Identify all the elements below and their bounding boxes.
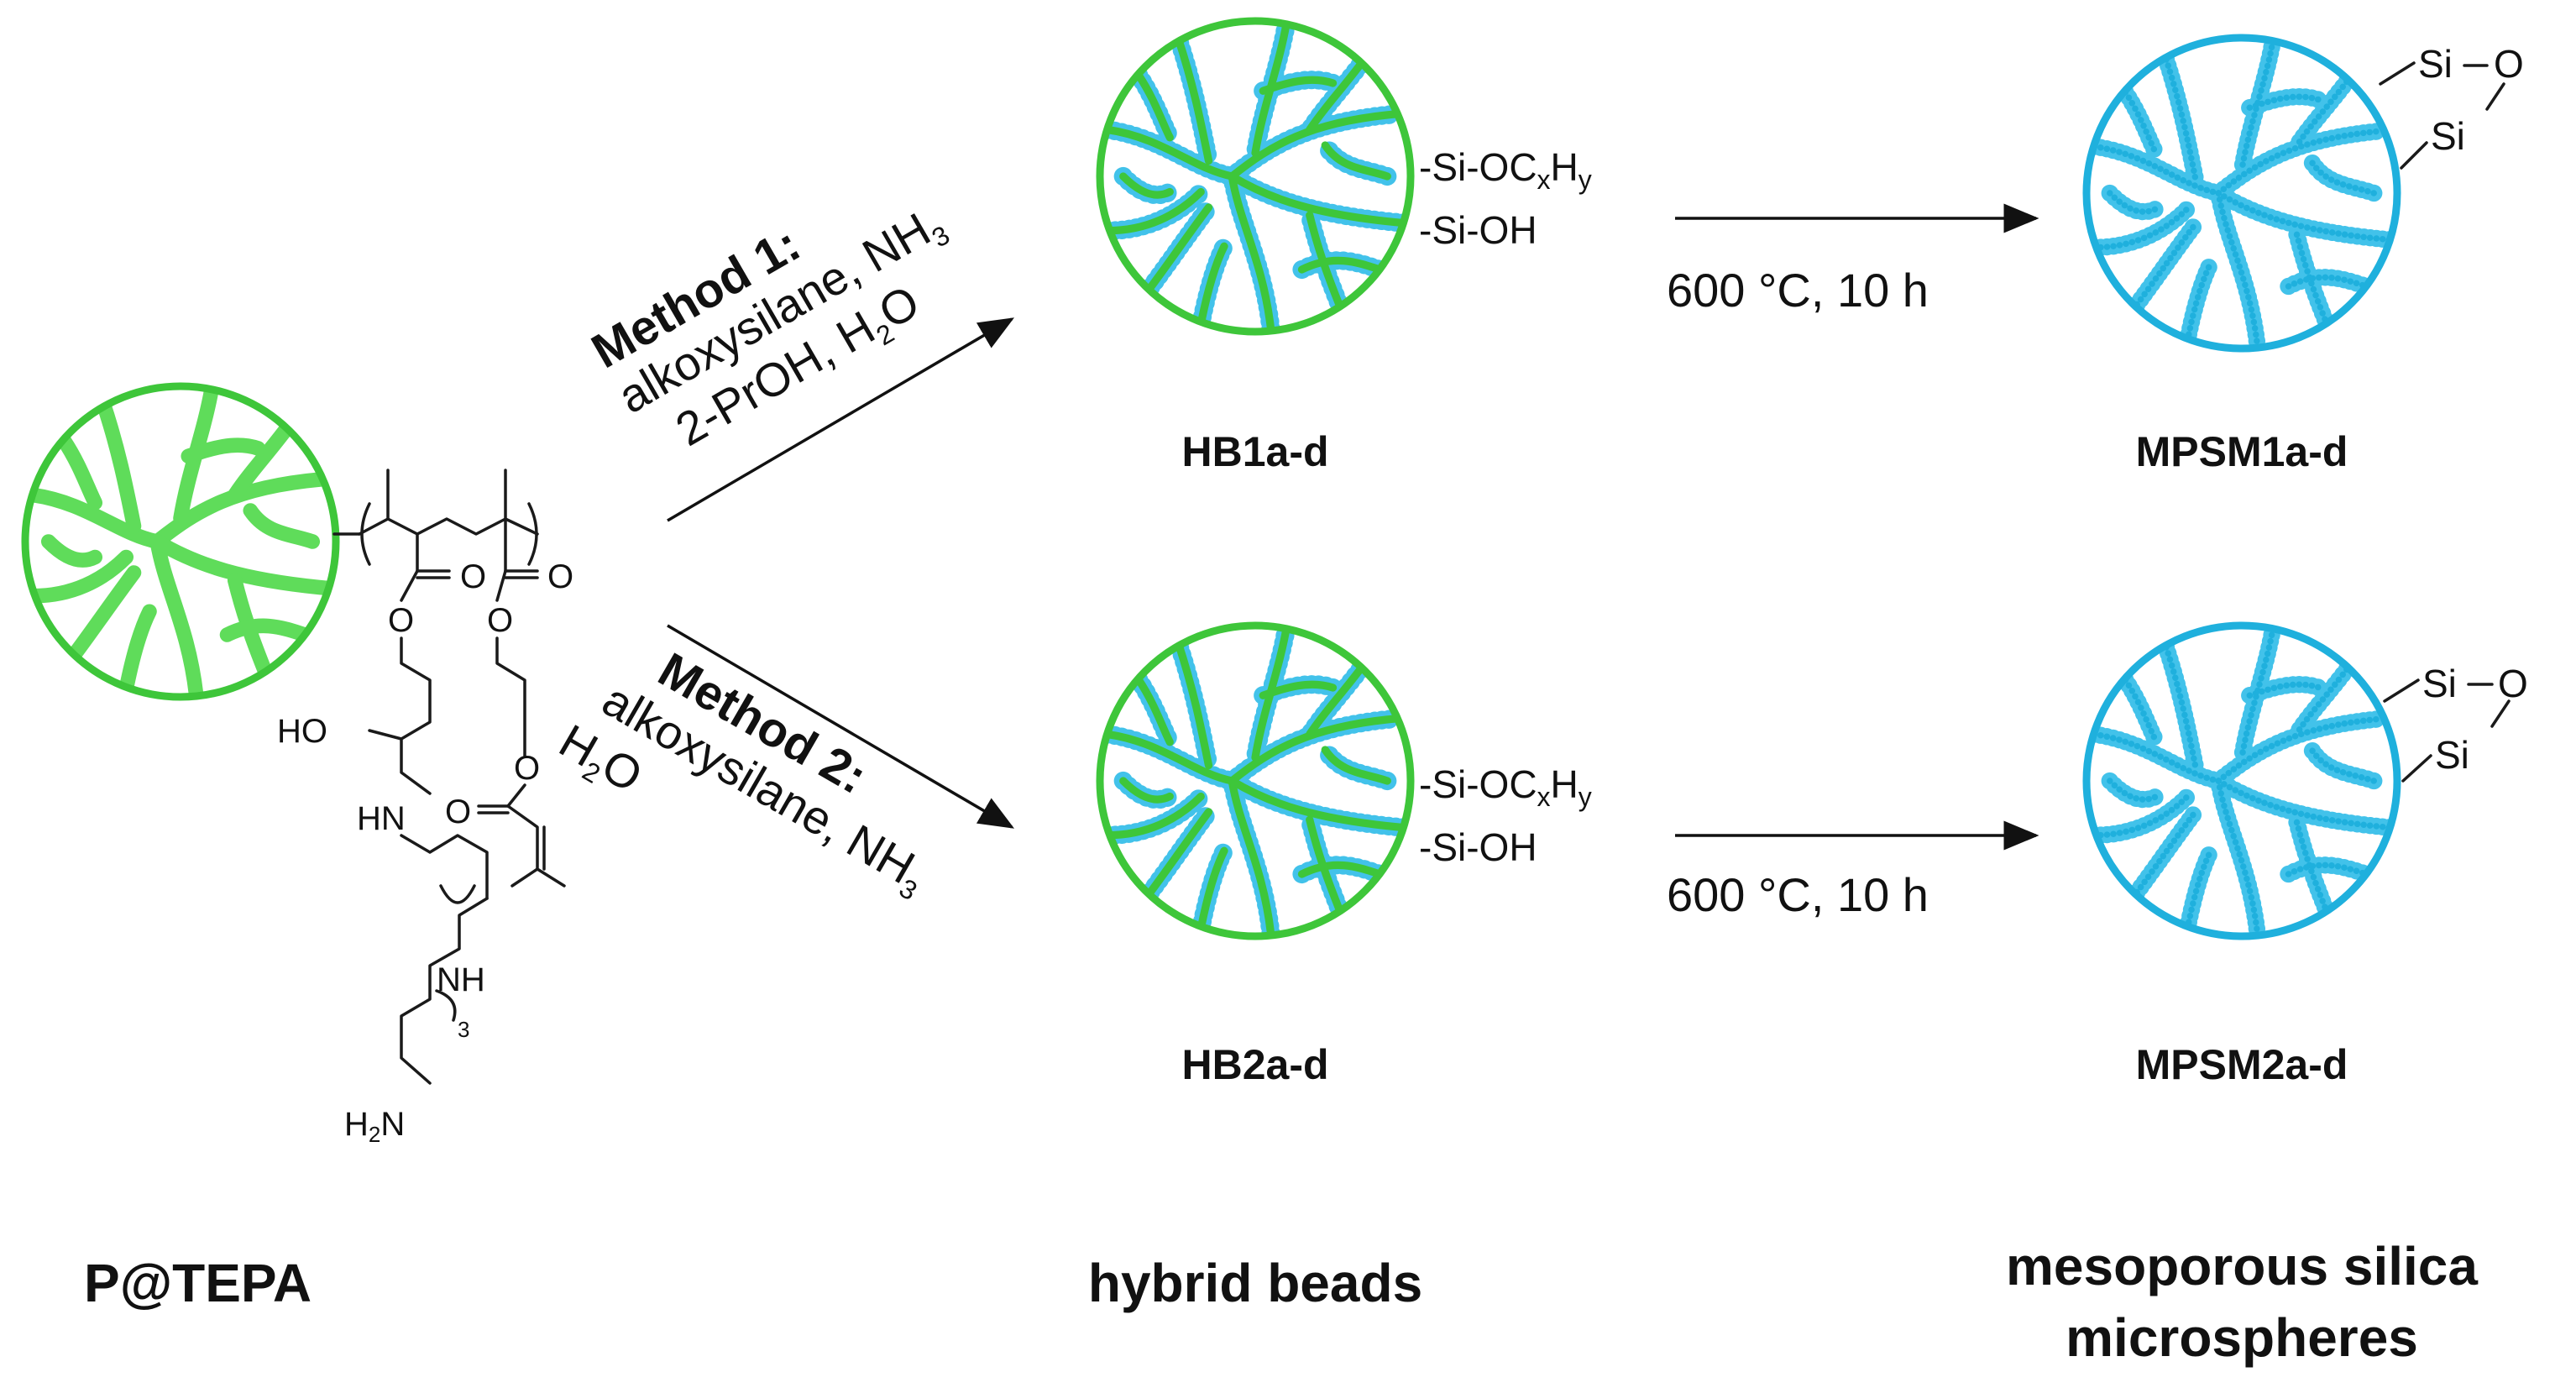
hb1-sioc-label: -Si-OCxHy — [1419, 145, 1592, 195]
hybrid-bead-1 — [1096, 17, 1415, 336]
caption-patepa: P@TEPA — [84, 1253, 312, 1313]
silica-microsphere-2 — [2082, 621, 2401, 940]
hb2-label: HB2a-d — [1181, 1041, 1328, 1088]
calcination-condition-bottom: 600 °C, 10 h — [1667, 868, 1929, 921]
mpsm2-siloxane: Si O Si — [2383, 662, 2528, 783]
mpsm1-label: MPSM1a-d — [2136, 428, 2348, 475]
ether-oxygen-2: O — [487, 602, 513, 639]
hb1-sioh-label: -Si-OH — [1419, 208, 1537, 252]
mpsm1-si-top: Si — [2418, 42, 2453, 86]
hb1-label: HB1a-d — [1181, 428, 1328, 475]
caption-hybrid-beads: hybrid beads — [1088, 1253, 1422, 1313]
mpsm2-si-top: Si — [2422, 662, 2457, 705]
mpsm2-label: MPSM2a-d — [2136, 1041, 2348, 1088]
calcination-condition-top: 600 °C, 10 h — [1667, 264, 1929, 317]
polymer-structure: O O O O O O HO HN NH 3 H2N — [277, 469, 573, 1147]
terminal-amine-label: H2N — [344, 1106, 405, 1147]
mpsm1-si-bottom: Si — [2431, 114, 2465, 158]
mpsm1-siloxane: Si O Si — [2379, 42, 2524, 170]
ester-oxygen-1: O — [460, 558, 486, 595]
ester-oxygen-2: O — [547, 558, 573, 595]
mpsm2-oxygen: O — [2498, 662, 2528, 705]
carbonyl-oxygen: O — [445, 793, 471, 830]
caption-silica-line1: mesoporous silica — [2006, 1236, 2478, 1296]
method1-arrow — [667, 317, 1015, 522]
repeat-count: 3 — [458, 1017, 469, 1042]
ether-oxygen-1: O — [388, 602, 414, 639]
mpsm1-oxygen: O — [2494, 42, 2524, 86]
hb2-sioh-label: -Si-OH — [1419, 825, 1537, 869]
method1-conditions: Method 1: alkoxysilane, NH3 2-PrOH, H2O — [583, 202, 955, 456]
mpsm2-si-bottom: Si — [2435, 733, 2469, 777]
hybrid-bead-2 — [1096, 621, 1415, 940]
method2-conditions: Method 2: alkoxysilane, NH3 H2O — [551, 642, 924, 906]
hb2-sioc-label: -Si-OCxHy — [1419, 762, 1592, 812]
caption-silica-line2: microspheres — [2066, 1307, 2418, 1368]
ether-oxygen-3: O — [514, 750, 540, 787]
hydroxyl-label: HO — [277, 713, 327, 750]
amine-hn-label: HN — [357, 800, 406, 837]
method2-arrow — [667, 624, 1015, 829]
amine-nh-label: NH — [437, 961, 485, 998]
hb2-surface-groups: -Si-OCxHy -Si-OH — [1419, 762, 1592, 869]
hb1-surface-groups: -Si-OCxHy -Si-OH — [1419, 145, 1592, 252]
polymer-bead — [21, 382, 340, 701]
silica-microsphere-1 — [2082, 34, 2401, 353]
